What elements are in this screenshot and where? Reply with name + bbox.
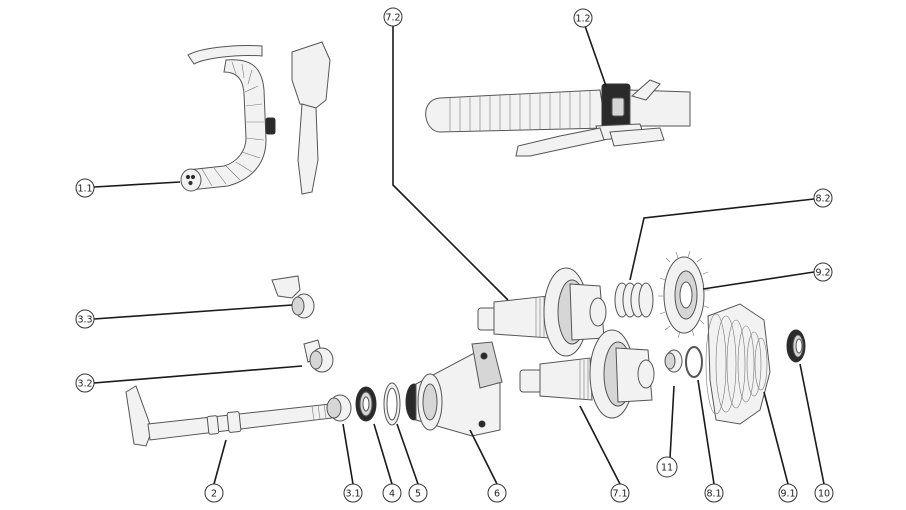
callout-label: 7.2 bbox=[385, 13, 400, 24]
callout-label: 3.2 bbox=[77, 379, 92, 390]
dropout-adapter-3-3 bbox=[271, 275, 315, 319]
cassette-9-1 bbox=[705, 303, 771, 425]
callout-10: 10 bbox=[814, 483, 834, 503]
callout-8-1: 8.1 bbox=[704, 483, 724, 503]
rear-hub-upper-illustration bbox=[477, 267, 607, 357]
callout-label: 3.3 bbox=[77, 315, 92, 326]
callout-label: 7.1 bbox=[612, 489, 627, 500]
shim-ring-8-1 bbox=[685, 346, 703, 378]
callout-label: 1.2 bbox=[575, 14, 590, 25]
callout-label: 5 bbox=[415, 489, 421, 500]
ratchet-disc-illustration bbox=[658, 250, 710, 339]
spacer-11 bbox=[664, 349, 683, 373]
callout-3-1: 3.1 bbox=[343, 483, 363, 503]
callout-label: 8.2 bbox=[815, 194, 830, 205]
callout-8-2: 8.2 bbox=[813, 188, 833, 208]
callout-label: 4 bbox=[389, 489, 395, 500]
thru-axle-illustration bbox=[125, 385, 333, 447]
callout-label: 6 bbox=[494, 489, 500, 500]
callout-11: 11 bbox=[656, 456, 678, 478]
flat-handlebar-grip-illustration bbox=[425, 79, 691, 157]
callout-label: 8.1 bbox=[706, 489, 721, 500]
dropout-adapter-3-2 bbox=[303, 339, 334, 373]
rear-hub-lower-illustration bbox=[519, 329, 655, 419]
callout-label: 9.1 bbox=[780, 489, 795, 500]
callout-9-2: 9.2 bbox=[813, 262, 833, 282]
callout-label: 10 bbox=[818, 489, 830, 500]
callout-4: 4 bbox=[382, 483, 402, 503]
seal-ring-5 bbox=[383, 382, 401, 426]
callout-label: 9.2 bbox=[815, 268, 830, 279]
callout-3-2: 3.2 bbox=[75, 373, 95, 393]
leader-lines bbox=[93, 25, 825, 485]
callout-label: 3.1 bbox=[345, 489, 360, 500]
hub-shell-6 bbox=[405, 341, 503, 437]
callout-9-1: 9.1 bbox=[778, 483, 798, 503]
callout-3-3: 3.3 bbox=[75, 309, 95, 329]
spring-set-illustration bbox=[614, 282, 654, 318]
callout-1-1: 1.1 bbox=[75, 178, 95, 198]
callout-2: 2 bbox=[204, 483, 224, 503]
callout-5: 5 bbox=[408, 483, 428, 503]
callout-6: 6 bbox=[487, 483, 507, 503]
lockring-10 bbox=[786, 329, 806, 363]
callout-1-2: 1.2 bbox=[573, 8, 593, 28]
callout-7-1: 7.1 bbox=[610, 483, 630, 503]
callout-label: 2 bbox=[211, 489, 217, 500]
bearing-4 bbox=[355, 386, 377, 422]
axle-end-cap-3-1 bbox=[326, 394, 352, 422]
drop-handlebar-illustration bbox=[180, 41, 331, 195]
callout-label: 1.1 bbox=[77, 184, 92, 195]
callout-7-2: 7.2 bbox=[383, 7, 403, 27]
callout-label: 11 bbox=[661, 463, 673, 474]
